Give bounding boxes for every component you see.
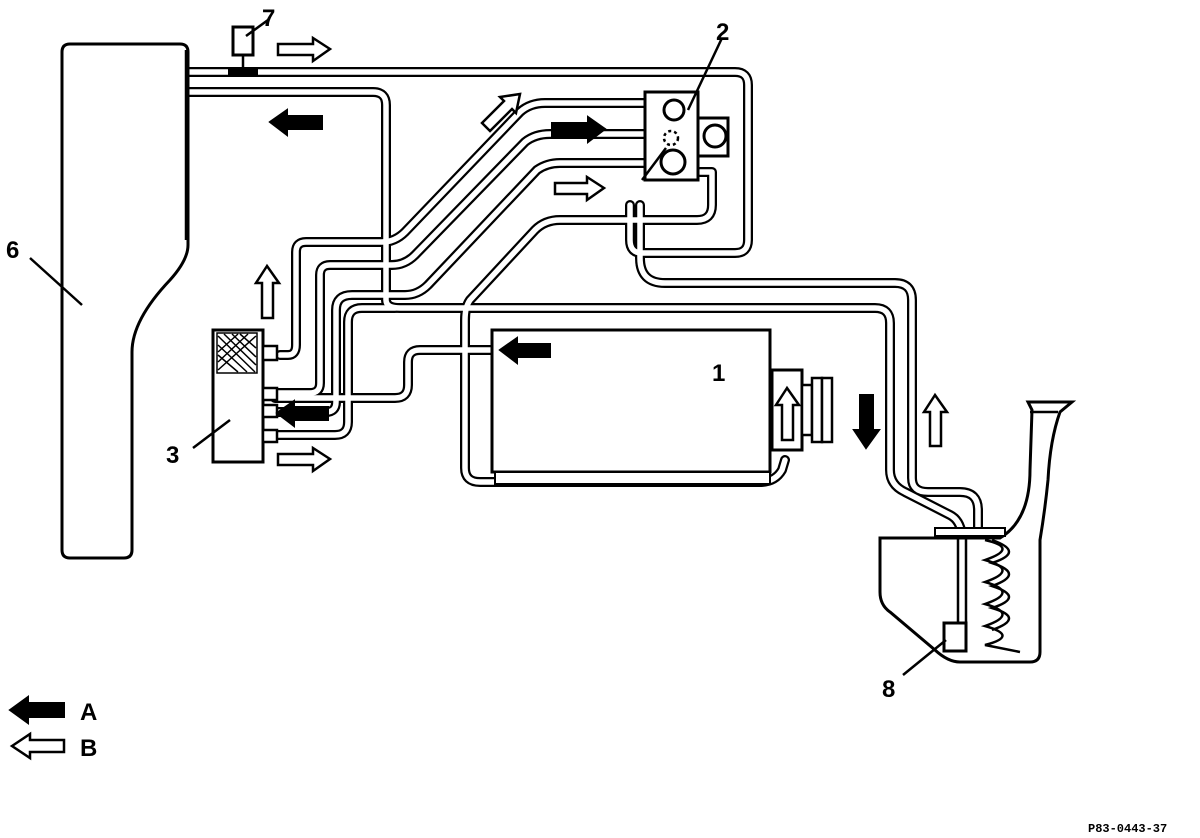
arrow-outline-right-top: [276, 35, 333, 64]
figure-code: P83-0443-37: [1088, 822, 1167, 836]
legend: A B: [8, 695, 97, 762]
legend-label-a: A: [80, 699, 97, 726]
arrow-solid-down: [852, 394, 881, 450]
callout-8: 8: [882, 676, 895, 703]
hose-lines: [182, 67, 983, 540]
flow-arrows-solid: [268, 108, 881, 450]
arrow-solid-left-top: [268, 108, 323, 138]
arrow-outline-right-mid: [553, 174, 607, 203]
arrow-solid-right-block: [551, 115, 607, 145]
callout-3: 3: [166, 442, 179, 469]
callout-7: 7: [262, 5, 275, 32]
arrow-outline-up-pump: [773, 385, 802, 442]
callout-2: 2: [716, 19, 729, 46]
flow-arrows-outline: [253, 35, 950, 474]
arrow-outline-diag: [480, 92, 522, 133]
legend-arrow-solid: [8, 695, 65, 725]
arrow-outline-right-cooler: [276, 445, 333, 474]
arrow-solid-left-cooler: [275, 399, 329, 429]
component-2-valve-block: [641, 90, 730, 182]
legend-label-b: B: [80, 735, 97, 762]
arrow-outline-up-cooler: [253, 263, 282, 320]
callout-6: 6: [6, 237, 19, 264]
legend-arrow-outline: [9, 731, 66, 761]
arrow-solid-left-pump: [498, 336, 551, 366]
arrow-outline-up-right: [921, 392, 950, 448]
component-1-pump: [490, 328, 834, 485]
component-6-radiator: [60, 42, 190, 560]
callout-1: 1: [712, 360, 725, 387]
component-3-cooler: [211, 328, 279, 464]
callout-leaders: [29, 18, 947, 676]
